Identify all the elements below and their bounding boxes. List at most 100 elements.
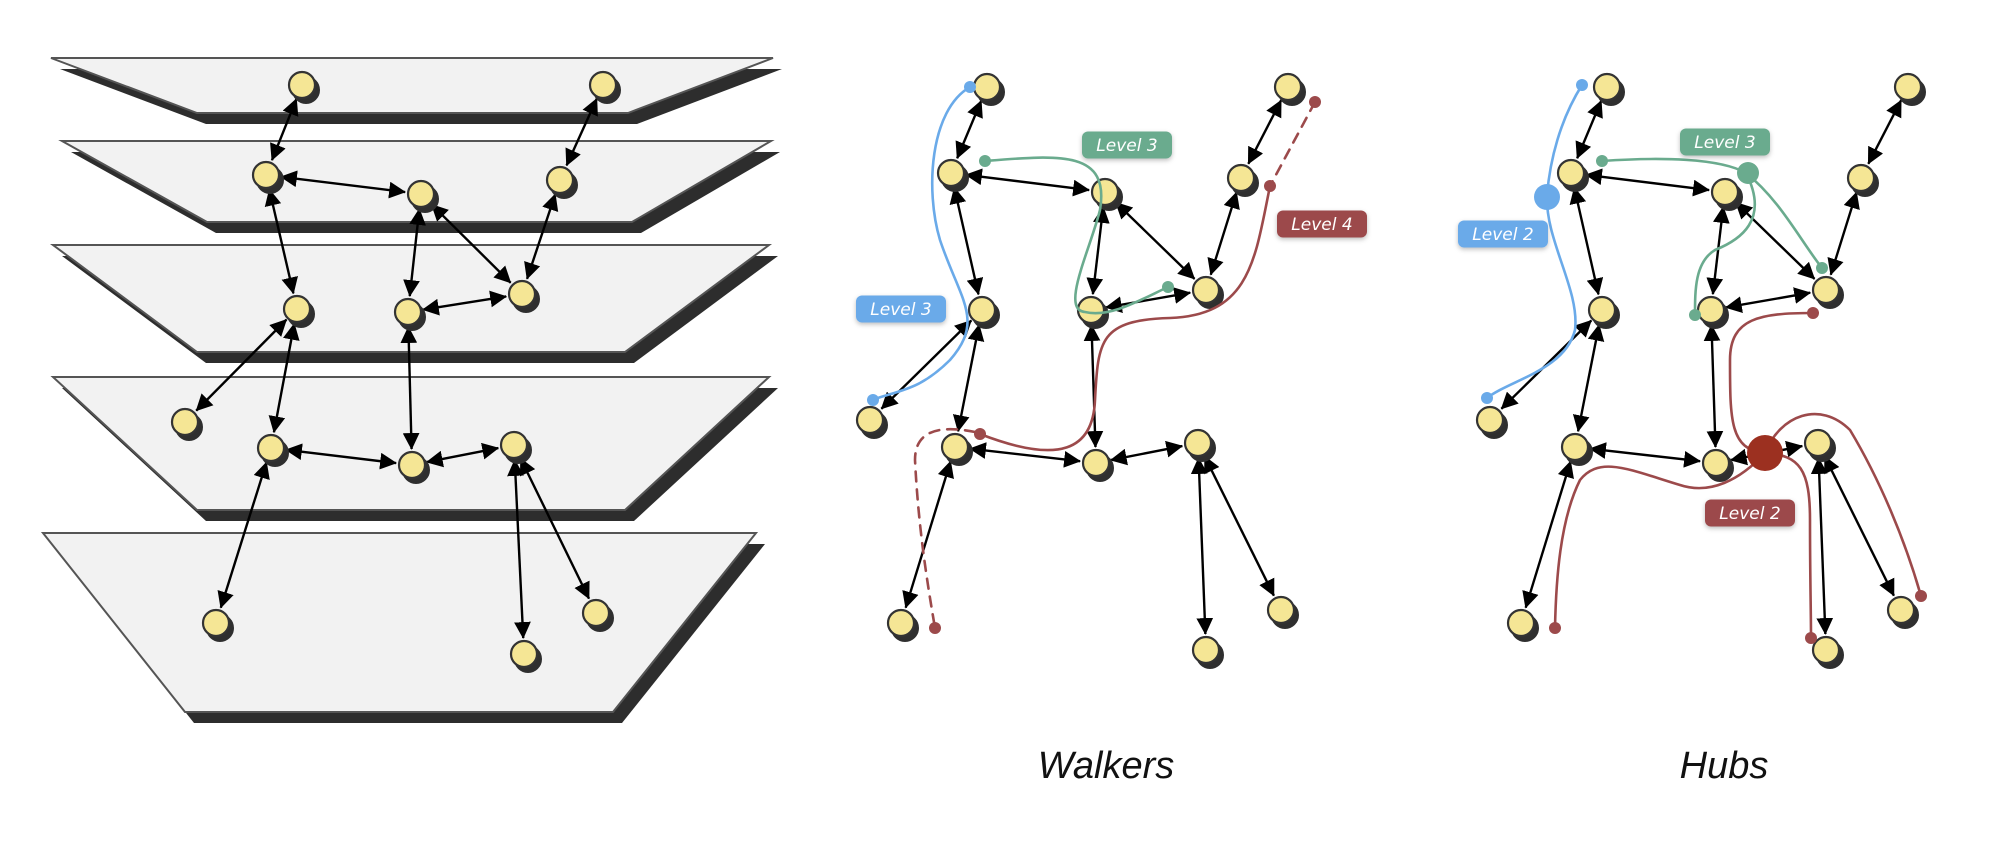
- node-circle: [967, 295, 997, 325]
- bidirectional-edge: [1734, 201, 1816, 280]
- hub-path-blue-1: [1545, 83, 1584, 197]
- bidirectional-edge: [268, 322, 300, 434]
- node-circle: [1191, 635, 1221, 665]
- hub-path-green-3: [1693, 171, 1757, 317]
- hub-label-blue-badge: [1458, 220, 1548, 248]
- bidirectional-edge: [1522, 460, 1574, 609]
- node-circle: [940, 432, 970, 462]
- graph-node: [1893, 72, 1926, 106]
- walker-start-dot-blue: [964, 81, 976, 93]
- hub-center-red: [1747, 435, 1783, 471]
- graph-node: [1696, 295, 1729, 329]
- bidirectional-edge: [1703, 324, 1724, 448]
- bidirectional-edge: [280, 170, 406, 199]
- bidirectional-edge: [1569, 186, 1604, 296]
- hub-dot-red-2: [1549, 622, 1561, 634]
- walker-label-blue-badge: [856, 295, 946, 323]
- node-circle: [256, 433, 286, 463]
- node-circle: [1081, 448, 1111, 478]
- node-circle: [1846, 163, 1876, 193]
- node-circle: [1226, 163, 1256, 193]
- graph-node: [581, 598, 614, 632]
- graph-node: [1081, 448, 1114, 482]
- layer-plane-1: [50, 57, 782, 124]
- node-circle: [936, 158, 966, 188]
- hub-path-green-2: [1744, 171, 1824, 270]
- graph-node: [406, 179, 439, 213]
- walker-path-red: [978, 184, 1272, 452]
- graph-node: [1475, 405, 1508, 439]
- graph-node: [1710, 177, 1743, 211]
- node-circle: [282, 294, 312, 324]
- bidirectional-edge: [421, 290, 508, 316]
- walker-end-dot-green: [1162, 281, 1174, 293]
- bidirectional-edge: [1083, 324, 1104, 448]
- graph-node: [170, 407, 203, 441]
- node-circle: [1506, 608, 1536, 638]
- bidirectional-edge: [949, 186, 984, 296]
- graph-node: [1811, 635, 1844, 669]
- graph-node: [940, 432, 973, 466]
- bidirectional-edge: [1823, 455, 1895, 597]
- node-circle: [588, 70, 618, 100]
- bidirectional-edge: [519, 457, 591, 600]
- layer-plane-5: [40, 532, 765, 723]
- hub-label-green-text: Level 3: [1694, 133, 1755, 153]
- walker-label-blue: Level 3: [856, 295, 946, 323]
- hub-dot-red-4: [1915, 590, 1927, 602]
- graph-node: [287, 70, 320, 104]
- walker-label-blue-text: Level 3: [870, 300, 931, 320]
- bidirectional-edge: [264, 188, 298, 295]
- hub-label-green-badge: [1680, 128, 1770, 156]
- bidirectional-edge: [565, 97, 598, 167]
- graph-node: [1183, 428, 1216, 462]
- bidirectional-edge: [425, 442, 500, 468]
- hub-path-red-3: [1763, 451, 1813, 640]
- bidirectional-edge: [1724, 287, 1812, 313]
- layered-graph: [40, 57, 782, 723]
- graph-node: [1273, 72, 1306, 106]
- bidirectional-edge: [1810, 457, 1834, 635]
- layer-plane-4: [50, 376, 778, 521]
- bidirectional-edge: [969, 442, 1081, 468]
- bidirectional-edge: [270, 98, 299, 161]
- hub-label-red-badge: [1705, 499, 1795, 527]
- graph-node: [507, 279, 540, 313]
- node-circle: [1560, 432, 1590, 462]
- hub-label-red-text: Level 2: [1719, 504, 1780, 524]
- walker-label-red-badge: [1277, 210, 1367, 238]
- node-circle: [1273, 72, 1303, 102]
- node-circle: [1893, 72, 1923, 102]
- hub-dot-blue-1: [1576, 79, 1588, 91]
- graph-node: [1811, 275, 1844, 309]
- bidirectional-edge: [400, 326, 420, 450]
- graph-node: [1076, 295, 1109, 329]
- bidirectional-edge: [507, 459, 531, 639]
- walker-start-dot-green: [979, 155, 991, 167]
- node-circle: [1811, 275, 1841, 305]
- graph-node: [1587, 295, 1620, 329]
- bidirectional-edge: [1207, 191, 1240, 276]
- hub-label-green: Level 3: [1680, 128, 1770, 156]
- node-circle: [1886, 595, 1916, 625]
- node-circle: [545, 165, 575, 195]
- hub-path-red-1: [1728, 311, 1815, 455]
- walker-dot-red-3: [974, 428, 986, 440]
- node-circle: [1090, 177, 1120, 207]
- bidirectional-edge: [524, 193, 559, 280]
- walker-label-green-badge: [1082, 131, 1172, 159]
- node-circle: [886, 608, 916, 638]
- hubs-title: Hubs: [1680, 745, 1769, 787]
- bidirectional-edge: [1104, 287, 1192, 313]
- graph-node: [1090, 177, 1123, 211]
- node-circle: [1811, 635, 1841, 665]
- graph-node: [1846, 163, 1879, 197]
- walkers-title: Walkers: [1038, 745, 1175, 787]
- node-circle: [1191, 275, 1221, 305]
- bidirectional-edge: [1086, 206, 1110, 295]
- walker-path-green: [983, 156, 1170, 315]
- hub-dot-green-3: [1689, 309, 1701, 321]
